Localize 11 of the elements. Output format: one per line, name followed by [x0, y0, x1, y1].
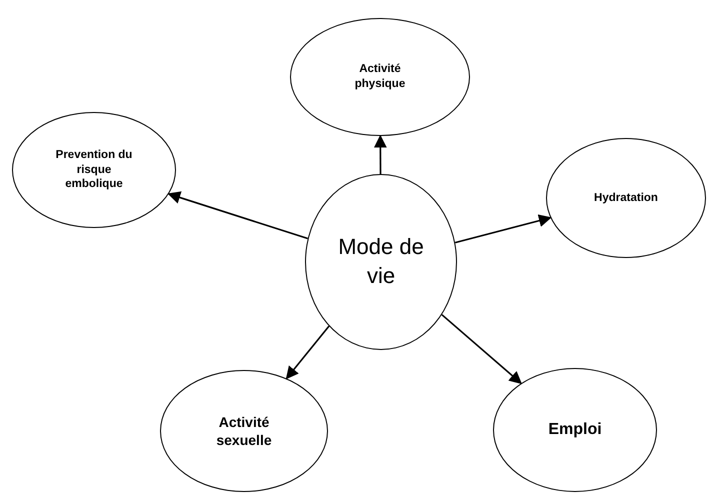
node-label: Mode de vie	[337, 233, 425, 290]
node-label: Activité sexuelle	[215, 412, 273, 450]
arrow	[167, 191, 308, 240]
node-label: Emploi	[548, 420, 602, 440]
arrow	[374, 134, 387, 174]
arrow	[454, 214, 552, 244]
arrow	[286, 326, 330, 380]
node-label: Activité physique	[354, 62, 406, 92]
arrow	[441, 314, 522, 384]
node-label: Hydratation	[594, 190, 658, 206]
node-label: Prevention du risque embolique	[54, 148, 134, 192]
